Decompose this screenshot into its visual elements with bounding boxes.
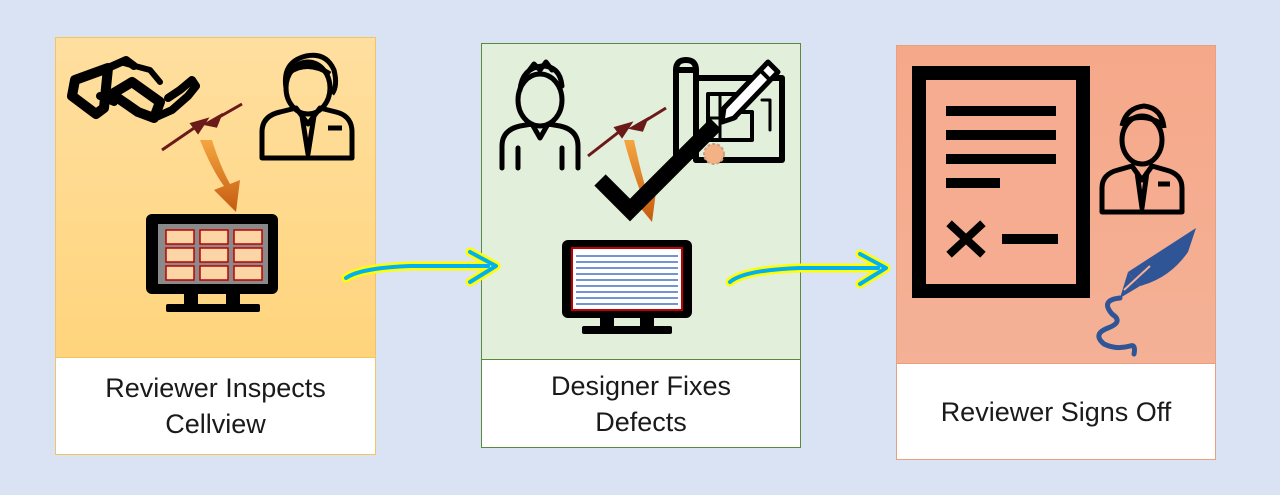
monitor-cells-icon [146, 214, 278, 312]
step-3-caption: Reviewer Signs Off [940, 396, 1172, 427]
designer-icon [499, 59, 581, 171]
step-3-caption-box: Reviewer Signs Off [897, 363, 1215, 459]
flow-arrow-2 [725, 249, 891, 289]
zoom-in-arrows-icon [587, 106, 667, 158]
monitor-lines-icon [562, 240, 692, 334]
step-1-caption: Reviewer Inspects Cellview [105, 373, 326, 439]
reviewer-icon [259, 52, 355, 161]
flow-arrow-1 [341, 247, 501, 287]
checkmark-icon [594, 118, 722, 222]
reviewer-icon [1099, 103, 1185, 215]
document-icon [912, 66, 1090, 298]
step-1-caption-box: Reviewer Inspects Cellview [56, 357, 375, 454]
arrow-down-icon [200, 140, 240, 212]
step-2-caption-box: Designer Fixes Defects [482, 359, 800, 447]
gear-icon [703, 143, 725, 165]
fountain-pen-icon [1096, 228, 1196, 357]
blueprint-pencil-icon [673, 57, 785, 163]
3d-glasses-icon [67, 56, 200, 123]
step-2-caption: Designer Fixes Defects [550, 370, 732, 437]
zoom-in-arrows-icon [161, 102, 243, 152]
